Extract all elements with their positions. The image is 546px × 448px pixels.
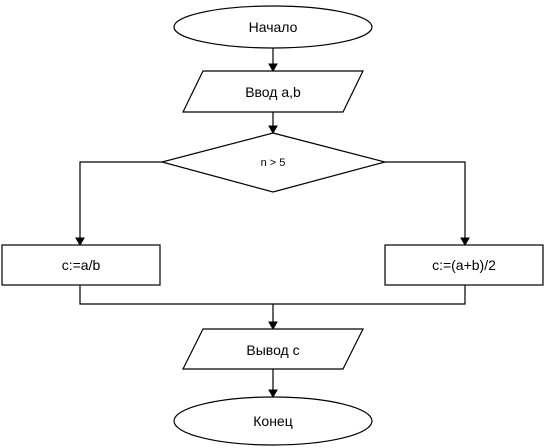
- branch-right-label: c:=(a+b)/2: [432, 257, 496, 273]
- output-parallelogram: [182, 328, 364, 370]
- edges: [75, 48, 470, 399]
- start-node[interactable]: Начало: [173, 5, 373, 49]
- end-label: Конец: [253, 413, 292, 429]
- condition-node[interactable]: n > 5: [159, 132, 388, 193]
- arrow-merge-to-output: [268, 321, 278, 331]
- branch-left-node[interactable]: c:=a/b: [1, 244, 161, 286]
- arrow-input-to-condition: [268, 125, 278, 135]
- edge-left-to-merge: [79, 285, 466, 305]
- condition-label: n > 5: [261, 157, 286, 169]
- arrow-start-to-input: [268, 63, 278, 73]
- output-label: Вывод c: [246, 342, 299, 358]
- branch-right-node[interactable]: c:=(a+b)/2: [384, 244, 544, 286]
- edge-condition-to-left: [79, 161, 162, 239]
- end-node[interactable]: Конец: [173, 396, 373, 446]
- input-node[interactable]: Ввод a,b: [182, 70, 364, 113]
- end-ellipse: [173, 396, 373, 446]
- arrow-output-to-end: [268, 389, 278, 399]
- output-node[interactable]: Вывод c: [182, 328, 364, 370]
- branch-left-label: c:=a/b: [62, 257, 101, 273]
- branch-right-rect: [384, 244, 544, 286]
- start-ellipse: [173, 5, 373, 49]
- input-label: Ввод a,b: [245, 84, 301, 100]
- arrow-condition-to-left: [75, 237, 85, 247]
- branch-left-rect: [1, 244, 161, 286]
- condition-diamond: [159, 132, 388, 193]
- arrow-condition-to-right: [460, 237, 470, 247]
- edge-condition-to-right: [385, 161, 466, 239]
- input-parallelogram: [182, 70, 364, 113]
- start-label: Начало: [249, 19, 298, 35]
